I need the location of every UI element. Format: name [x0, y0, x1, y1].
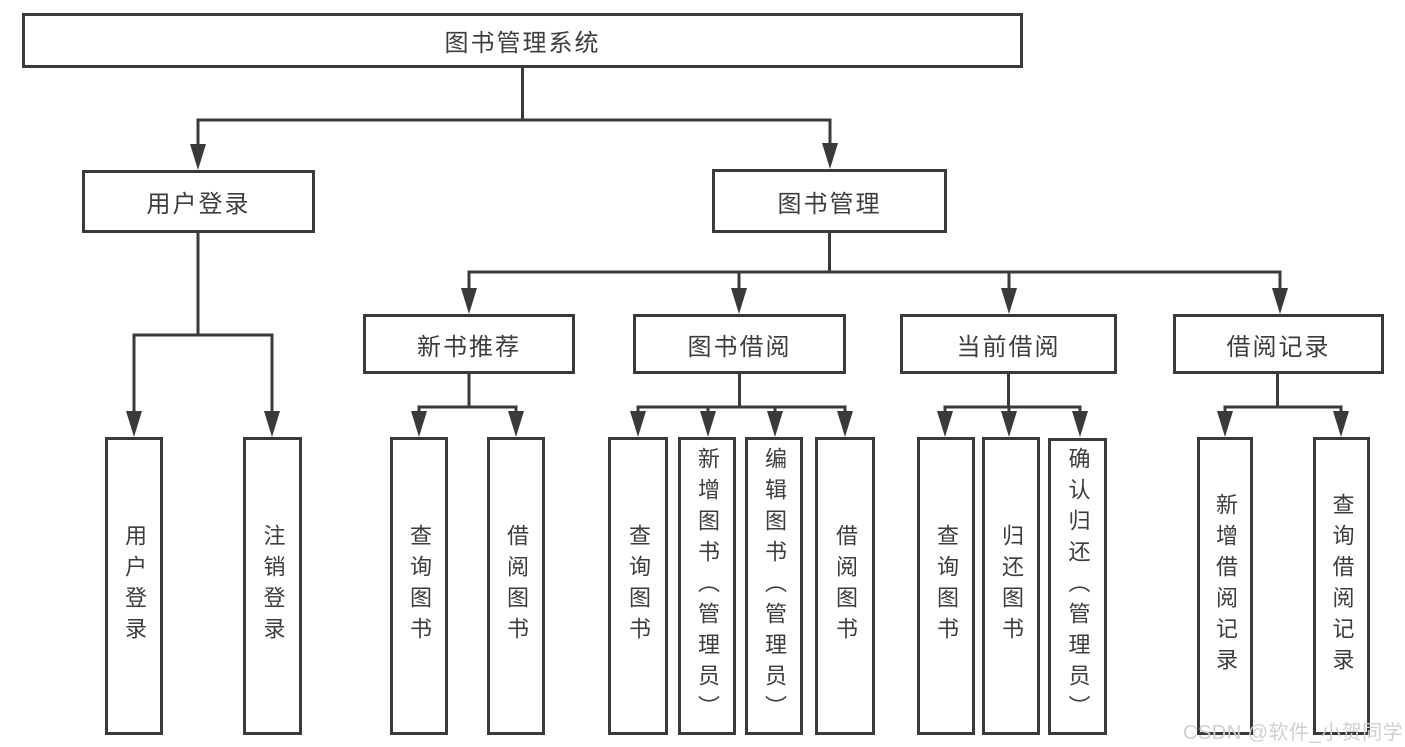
leaf-add-book-admin-label: 新增图书（管理员） — [695, 446, 720, 726]
arrowheads — [126, 143, 1349, 437]
node-user-login: 用户登录 — [82, 170, 315, 233]
leaf-return-book: 归还图书 — [982, 437, 1040, 735]
leaf-edit-book-admin: 编辑图书（管理员） — [745, 437, 803, 735]
connector-root-to-level2 — [196, 68, 832, 146]
leaf-return-book-label: 归还图书 — [999, 524, 1024, 648]
arrow-down-icon — [411, 411, 427, 437]
leaf-add-borrow-record: 新增借阅记录 — [1197, 437, 1253, 735]
node-current-borrow: 当前借阅 — [900, 314, 1117, 374]
arrow-down-icon — [1001, 411, 1017, 437]
arrow-down-icon — [264, 411, 280, 437]
leaf-query-books-borrow-label: 查询图书 — [626, 524, 651, 648]
leaf-borrow-books: 借阅图书 — [815, 437, 875, 735]
leaf-borrow-books-recommend-label: 借阅图书 — [504, 524, 529, 648]
node-book-borrow: 图书借阅 — [633, 314, 846, 374]
leaf-query-books-current: 查询图书 — [917, 437, 975, 735]
arrow-down-icon — [630, 411, 646, 437]
arrow-down-icon — [822, 143, 838, 169]
arrow-down-icon — [1072, 411, 1088, 437]
connector-new-book-subtree — [417, 374, 518, 415]
arrow-down-icon — [837, 411, 853, 437]
arrow-down-icon — [190, 144, 206, 170]
leaf-logout: 注销登录 — [243, 437, 302, 735]
node-new-book-recommend: 新书推荐 — [363, 314, 575, 374]
connector-current-borrow-subtree — [943, 374, 1082, 415]
node-borrow-record-label: 借阅记录 — [1226, 333, 1331, 361]
arrow-down-icon — [126, 411, 142, 437]
arrow-down-icon — [1272, 288, 1288, 314]
leaf-add-book-admin: 新增图书（管理员） — [678, 437, 736, 735]
leaf-confirm-return-admin-label: 确认归还（管理员） — [1065, 447, 1091, 726]
leaf-borrow-books-recommend: 借阅图书 — [487, 437, 545, 735]
arrow-down-icon — [461, 288, 477, 314]
arrow-down-icon — [767, 411, 783, 437]
connector-book-management-subtree — [467, 233, 1282, 291]
node-book-management: 图书管理 — [712, 169, 947, 233]
connector-user-login-subtree — [132, 233, 274, 414]
leaf-query-books-borrow: 查询图书 — [608, 437, 668, 735]
node-borrow-record: 借阅记录 — [1173, 314, 1384, 374]
arrow-down-icon — [1333, 411, 1349, 437]
leaf-user-login: 用户登录 — [105, 437, 163, 735]
leaf-query-books-recommend: 查询图书 — [390, 437, 448, 735]
leaf-add-borrow-record-label: 新增借阅记录 — [1213, 493, 1238, 679]
csdn-watermark: CSDN @软件_小贺同学 — [1183, 722, 1404, 744]
connector-book-borrow-subtree — [636, 374, 847, 415]
connector-borrow-record-subtree — [1223, 374, 1343, 415]
leaf-borrow-books-label: 借阅图书 — [833, 524, 858, 648]
node-book-management-label: 图书管理 — [777, 190, 882, 218]
leaf-user-login-label: 用户登录 — [122, 524, 147, 648]
node-book-borrow-label: 图书借阅 — [687, 333, 792, 361]
leaf-confirm-return-admin: 确认归还（管理员） — [1048, 438, 1107, 735]
arrow-down-icon — [1217, 411, 1233, 437]
node-library-system-label: 图书管理系统 — [444, 30, 601, 57]
leaf-query-borrow-record: 查询借阅记录 — [1313, 437, 1370, 735]
leaf-logout-label: 注销登录 — [260, 524, 286, 648]
node-new-book-recommend-label: 新书推荐 — [417, 333, 521, 361]
arrow-down-icon — [700, 411, 716, 437]
arrow-down-icon — [937, 411, 953, 437]
leaf-edit-book-admin-label: 编辑图书（管理员） — [762, 446, 787, 726]
arrow-down-icon — [731, 288, 747, 314]
node-library-system: 图书管理系统 — [22, 13, 1023, 68]
leaf-query-books-recommend-label: 查询图书 — [407, 524, 432, 648]
node-user-login-label: 用户登录 — [146, 191, 251, 218]
node-current-borrow-label: 当前借阅 — [956, 333, 1061, 361]
leaf-query-borrow-record-label: 查询借阅记录 — [1329, 493, 1355, 679]
arrow-down-icon — [508, 411, 524, 437]
leaf-query-books-current-label: 查询图书 — [934, 524, 959, 648]
arrow-down-icon — [1001, 288, 1017, 314]
